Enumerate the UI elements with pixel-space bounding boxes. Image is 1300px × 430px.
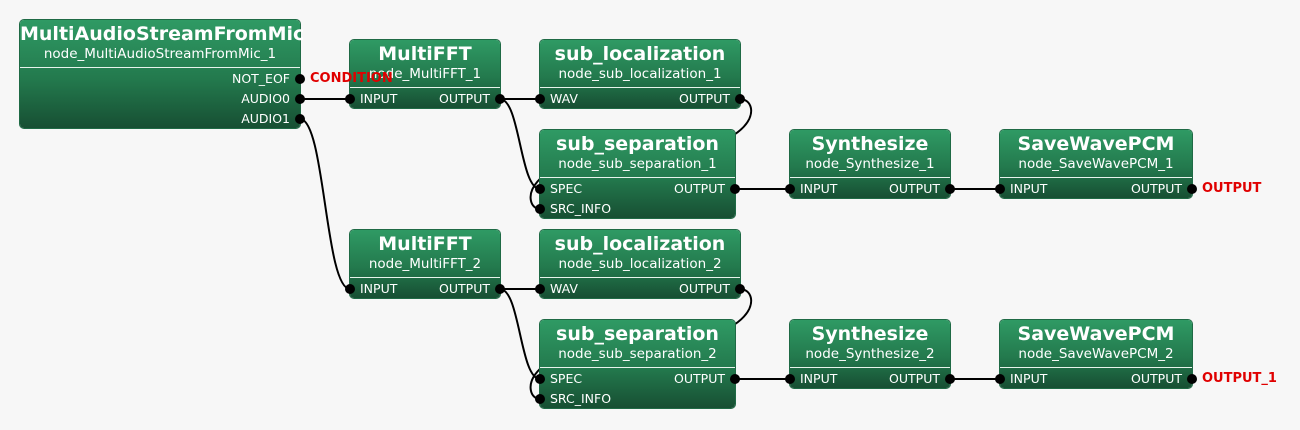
input-port-label: INPUT	[360, 91, 398, 106]
port-dot-loc1-output[interactable]	[735, 94, 745, 104]
node-title: SaveWavePCM	[1017, 323, 1175, 345]
output-port-label: OUTPUT	[1131, 371, 1182, 386]
node-instance-name: node_SaveWavePCM_2	[1018, 346, 1174, 362]
input-port-label: SPEC	[550, 181, 583, 196]
port-dot-sep2-output[interactable]	[730, 374, 740, 384]
node-instance-name: node_SaveWavePCM_1	[1018, 156, 1174, 172]
node-divider	[790, 177, 950, 178]
port-dot-sep1-output[interactable]	[730, 184, 740, 194]
wire-mic-audio1-to-fft2-input	[299, 118, 351, 290]
node-instance-name: node_Synthesize_1	[805, 156, 935, 172]
port-dot-mic-audio1[interactable]	[295, 114, 305, 124]
port-dot-loc2-output[interactable]	[735, 284, 745, 294]
port-dot-sep1-spec[interactable]	[535, 184, 545, 194]
output-port-label: OUTPUT	[439, 281, 490, 296]
external-output-label: CONDITION	[310, 71, 393, 86]
port-dot-sep2-spec[interactable]	[535, 374, 545, 384]
port-dot-sep2-src_info[interactable]	[535, 394, 545, 404]
port-dot-loc1-wav[interactable]	[535, 94, 545, 104]
node-instance-name: node_sub_separation_2	[558, 346, 717, 362]
output-port-label: OUTPUT	[889, 181, 940, 196]
node-instance-name: node_MultiAudioStreamFromMic_1	[43, 46, 277, 62]
node-divider	[1000, 367, 1192, 368]
output-port-label: OUTPUT	[889, 371, 940, 386]
node-divider	[350, 87, 500, 88]
input-port-label: SRC_INFO	[550, 391, 612, 406]
port-dot-fft1-input[interactable]	[345, 94, 355, 104]
output-port-label: OUTPUT	[679, 281, 730, 296]
node-title: sub_separation	[556, 133, 719, 155]
node-title: MultiFFT	[378, 233, 472, 255]
node-divider	[540, 277, 740, 278]
node-title: MultiAudioStreamFromMic	[20, 23, 305, 45]
output-port-label: OUTPUT	[674, 371, 725, 386]
input-port-label: INPUT	[360, 281, 398, 296]
output-port-label: NOT_EOF	[231, 71, 290, 86]
port-dot-syn2-input[interactable]	[785, 374, 795, 384]
input-port-label: WAV	[550, 91, 578, 106]
input-port-label: WAV	[550, 281, 578, 296]
node-instance-name: node_sub_localization_2	[558, 256, 722, 272]
input-port-label: INPUT	[800, 371, 838, 386]
input-port-label: INPUT	[800, 181, 838, 196]
node-title: sub_localization	[554, 233, 726, 255]
node-instance-name: node_sub_localization_1	[558, 66, 722, 82]
output-port-label: OUTPUT	[439, 91, 490, 106]
output-port-label: OUTPUT	[674, 181, 725, 196]
node-title: Synthesize	[811, 323, 929, 345]
output-port-label: OUTPUT	[1131, 181, 1182, 196]
port-dot-fft1-output[interactable]	[495, 94, 505, 104]
port-dot-save2-output[interactable]	[1187, 374, 1197, 384]
node-divider	[540, 87, 740, 88]
port-dot-save1-input[interactable]	[995, 184, 1005, 194]
port-dot-sep1-src_info[interactable]	[535, 204, 545, 214]
port-dot-mic-not_eof[interactable]	[295, 74, 305, 84]
node-title: Synthesize	[811, 133, 929, 155]
node-divider	[1000, 177, 1192, 178]
node-divider	[540, 177, 735, 178]
node-instance-name: node_MultiFFT_1	[368, 66, 482, 82]
input-port-label: INPUT	[1010, 181, 1048, 196]
port-dot-fft2-output[interactable]	[495, 284, 505, 294]
node-title: sub_localization	[554, 43, 726, 65]
input-port-label: INPUT	[1010, 371, 1048, 386]
input-port-label: SRC_INFO	[550, 201, 612, 216]
output-port-label: OUTPUT	[679, 91, 730, 106]
node-divider	[350, 277, 500, 278]
node-divider	[20, 67, 300, 68]
port-dot-fft2-input[interactable]	[345, 284, 355, 294]
external-output-label: OUTPUT_1	[1202, 371, 1277, 386]
node-title: MultiFFT	[378, 43, 472, 65]
port-dot-syn1-input[interactable]	[785, 184, 795, 194]
port-dot-syn2-output[interactable]	[945, 374, 955, 384]
node-divider	[540, 367, 735, 368]
port-dot-save1-output[interactable]	[1187, 184, 1197, 194]
output-port-label: AUDIO0	[241, 91, 290, 106]
node-title: sub_separation	[556, 323, 719, 345]
external-output-label: OUTPUT	[1202, 181, 1262, 196]
port-dot-mic-audio0[interactable]	[295, 94, 305, 104]
input-port-label: SPEC	[550, 371, 583, 386]
node-title: SaveWavePCM	[1017, 133, 1175, 155]
port-dot-loc2-wav[interactable]	[535, 284, 545, 294]
node-instance-name: node_Synthesize_2	[805, 346, 935, 362]
node-instance-name: node_MultiFFT_2	[368, 256, 482, 272]
node-instance-name: node_sub_separation_1	[558, 156, 717, 172]
port-dot-save2-input[interactable]	[995, 374, 1005, 384]
port-dot-syn1-output[interactable]	[945, 184, 955, 194]
node-divider	[790, 367, 950, 368]
output-port-label: AUDIO1	[241, 111, 290, 126]
